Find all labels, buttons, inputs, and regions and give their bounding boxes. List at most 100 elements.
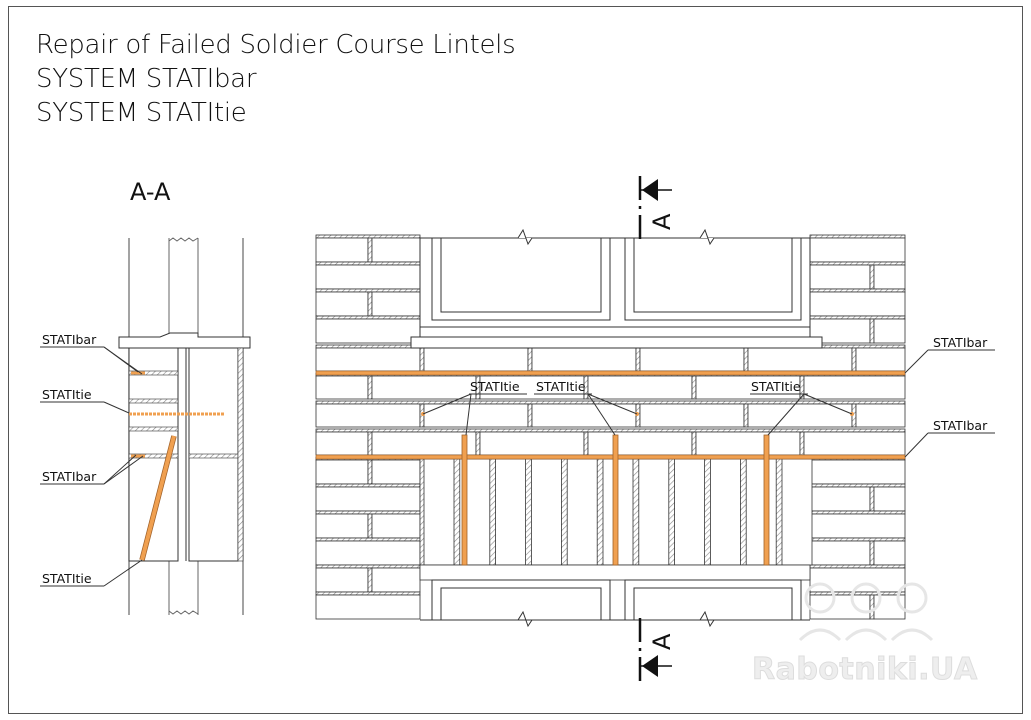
brick [873,486,906,512]
mortar-joint [315,261,421,266]
mortar-joint [367,291,373,317]
statibar-upper [315,370,906,376]
elev-label-statibar-2: STATIbar [933,418,988,433]
statitie-vertical-3 [763,434,770,566]
section-marker-top-label: A [648,213,676,230]
statibar-lower [315,454,906,460]
mortar-joint [315,315,421,320]
label-statitie-2: STATItie [42,571,92,586]
soldier-brick [531,458,562,566]
brick [639,347,745,372]
elevation-view: STATItie STATItie STATItie STATIbar STAT… [315,176,995,682]
brick [639,403,745,428]
brick [315,375,369,400]
brick [371,513,421,539]
mortar-joint [367,237,373,263]
soldier-brick [674,458,705,566]
brick [809,567,906,593]
brick [423,347,529,372]
brick [809,459,906,485]
mortar-joint [809,234,906,239]
brick [315,513,369,539]
title-line-2: SYSTEM STATIbar [36,64,257,94]
mortar-joint [809,483,906,488]
mortar-joint [869,540,875,566]
brick [531,347,637,372]
brick [855,347,906,372]
mortar-joint [315,564,421,569]
soldier-brick [638,458,670,566]
soldier-brick [781,458,813,566]
statitie-vertical-2 [612,434,619,566]
brick [479,431,585,456]
upper-window-right [624,237,802,321]
mortar-joint [315,591,421,596]
mortar-joint [367,459,373,485]
brick [747,347,853,372]
brick [809,486,871,512]
elev-label-statitie-3: STATItie [751,379,801,394]
mortar-joint [809,510,906,515]
mortar-joint [809,564,906,569]
mortar-joint [809,591,906,596]
mortar-joint [367,375,373,400]
statitie-section-diagonal [140,435,176,561]
statitie-vertical-1 [461,434,468,566]
mortar-joint [419,347,425,372]
brick [809,264,871,290]
elev-label-statitie-1: STATItie [470,379,520,394]
brick [695,431,801,456]
brick [803,375,906,400]
brick [873,540,906,566]
brick [809,513,906,539]
label-statibar-1: STATIbar [42,332,97,347]
mortar-joint [315,234,421,239]
title-line-1: Repair of Failed Soldier Course Lintels [36,30,516,60]
brick [315,264,421,290]
mortar-joint [527,403,533,428]
mortar-joint [315,288,421,293]
mortar-joint [691,375,697,400]
mortar-joint [315,483,421,488]
mortar-joint [315,428,906,433]
watermark-logo-icon [798,582,934,642]
section-marker-top: A [638,176,676,240]
lower-window-right [624,579,802,621]
mortar-joint [869,318,875,344]
brick [873,318,906,344]
brick [809,291,906,317]
mortar-joint [799,431,805,456]
brick [809,540,871,566]
label-statitie-1: STATItie [42,387,92,402]
brick [873,264,906,290]
title-line-3: SYSTEM STATItie [36,98,247,128]
upper-window-left [431,237,611,321]
elev-label-statibar-1: STATIbar [933,335,988,350]
wall-gap [419,564,811,581]
section-marker-bottom: A [638,618,676,682]
brick [587,431,693,456]
soldier-brick [495,458,527,566]
brick [803,431,906,456]
brick [371,237,421,263]
brick [315,431,369,456]
brick [315,347,421,372]
mortar-joint [869,594,875,620]
mortar-joint [367,567,373,593]
watermark: Rabotniki.UA [752,652,978,688]
brick [371,431,477,456]
soldier-brick [423,458,455,566]
mortar-joint [743,347,749,372]
mortar-joint [367,513,373,539]
drawing-frame [8,6,1023,714]
brick [315,459,369,485]
section-heading: A-A [130,178,171,206]
brick [809,318,871,344]
mortar-joint [809,537,906,542]
mortar-joint [809,315,906,320]
section-a-a: A-A STATIbar STATItie STATIb [40,178,251,615]
mortar-joint [315,537,421,542]
window-sill [410,336,823,349]
brick [809,237,906,263]
